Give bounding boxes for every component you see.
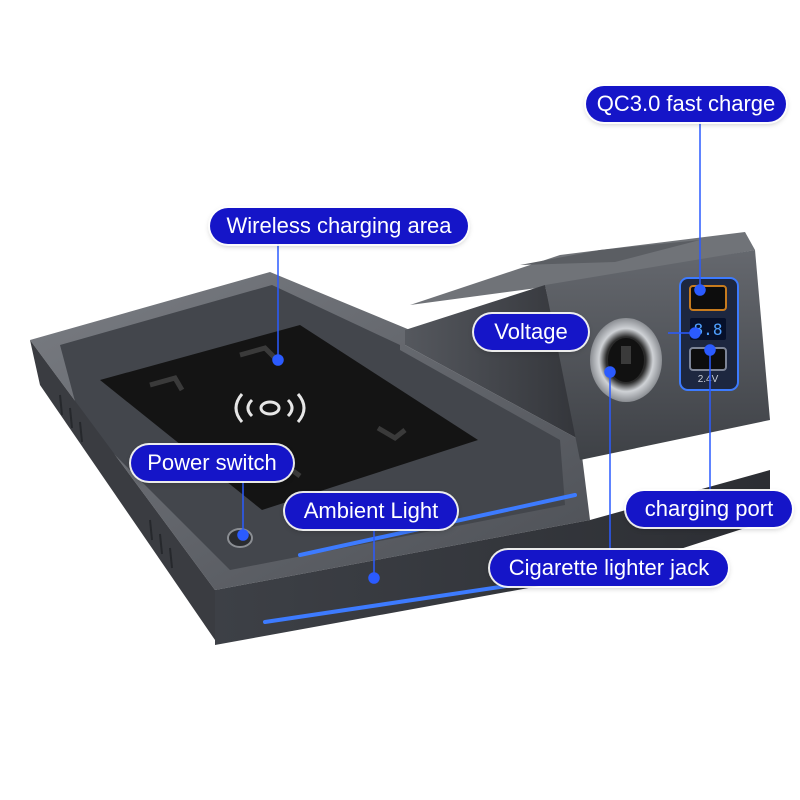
wireless-charging-icon <box>234 393 306 423</box>
wireless-charging-pad <box>100 325 478 510</box>
qc-fast-charge-label: QC3.0 fast charge <box>586 86 786 122</box>
side-vents <box>59 394 173 569</box>
wireless-charging-area-label: Wireless charging area <box>210 208 468 244</box>
voltage-display-text: 8.8 <box>694 320 723 339</box>
usb-rating-text: 2.4V <box>698 374 719 385</box>
cigarette-lighter-socket <box>590 318 662 402</box>
ambient-light-label: Ambient Light <box>285 493 457 529</box>
leader-lines <box>237 120 716 584</box>
tower-texture <box>520 240 700 265</box>
power-switch-label: Power switch <box>131 445 293 481</box>
voltage-label: Voltage <box>474 314 588 350</box>
tray-left-side <box>30 340 215 640</box>
cigarette-lighter-jack-label: Cigarette lighter jack <box>490 550 728 586</box>
usb-port-panel: 8.8 2.4V <box>679 277 739 391</box>
charging-port-label: charging port <box>626 491 792 527</box>
tower-top <box>410 232 755 305</box>
